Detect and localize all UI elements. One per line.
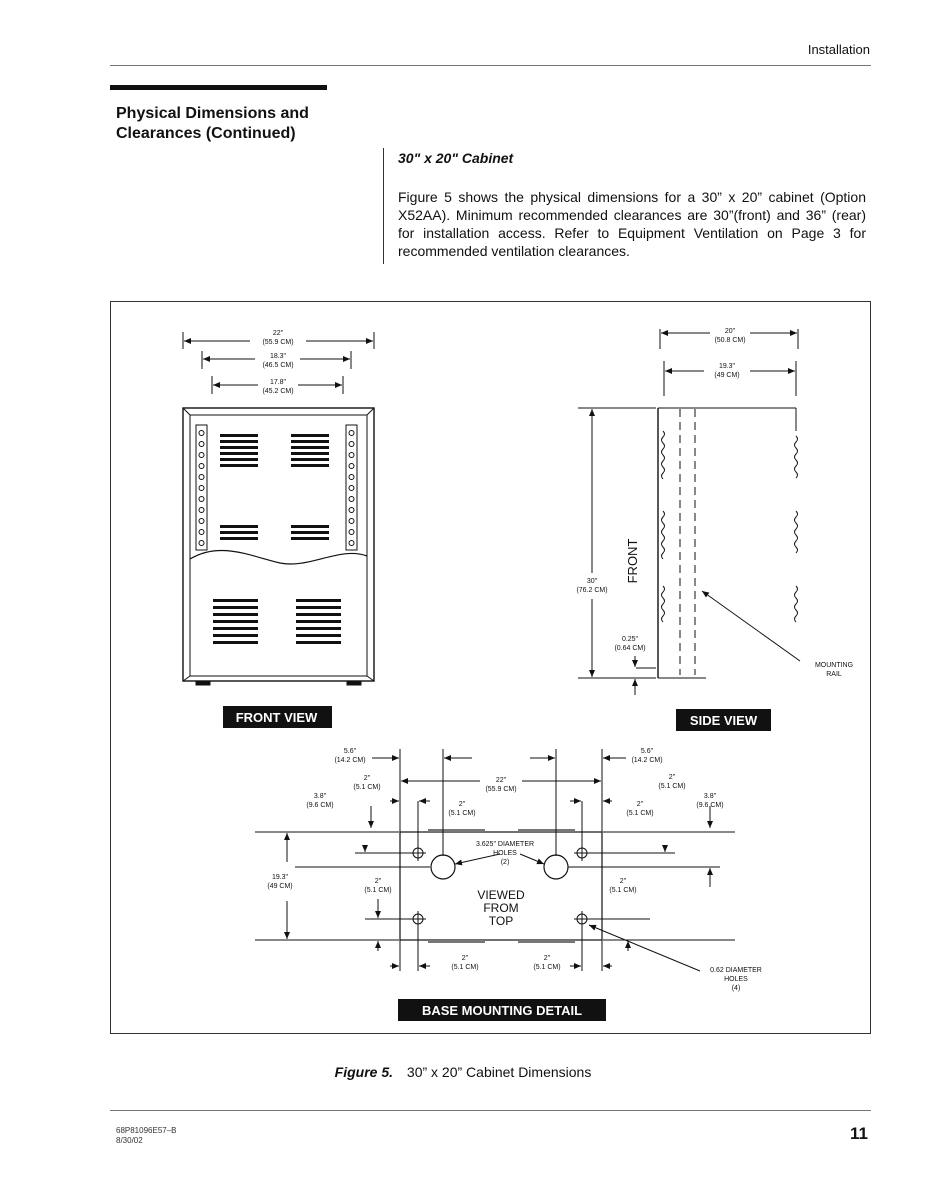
footer-rule [110, 1110, 871, 1111]
base-inner-l2: 2" [459, 801, 466, 808]
viewed-from-top-label: VIEWED FROM TOP [477, 888, 525, 928]
document-id: 68P81096E57–B 8/30/02 [116, 1126, 177, 1146]
base-left-2a-cm: (5.1 CM) [353, 784, 380, 791]
side-front-label: FRONT [625, 539, 640, 584]
front-view [182, 332, 375, 686]
mounting-rail-label-1: MOUNTING [815, 662, 853, 669]
front-width-22-cm: (55.9 CM) [262, 339, 293, 346]
section-rule [110, 85, 327, 90]
side-depth-193: 19.3" [719, 363, 736, 370]
base-width-22: 22" [496, 777, 507, 784]
side-view-rails [661, 430, 798, 623]
front-width-22: 22" [273, 330, 284, 337]
section-title-line2: Clearances (Continued) [116, 125, 296, 142]
figure-caption: Figure 5. 30” x 20” Cabinet Dimensions [0, 1064, 926, 1080]
front-width-183-cm: (46.5 CM) [262, 362, 293, 369]
base-height-193-cm: (49 CM) [267, 883, 292, 890]
base-mounting-detail [255, 749, 735, 972]
front-width-183: 18.3" [270, 353, 287, 360]
small-hole-label-1: 0.62 DIAMETER [710, 967, 762, 974]
side-dim-labels: 20" (50.8 CM) 19.3" (49 CM) 30" (76.2 CM… [576, 328, 853, 678]
base-mid-l2-cm: (5.1 CM) [364, 887, 391, 894]
side-depth-20: 20" [725, 328, 736, 335]
base-right-2a: 2" [669, 774, 676, 781]
side-gap-025-cm: (0.64 CM) [614, 645, 645, 652]
side-view-title: SIDE VIEW [690, 713, 758, 728]
base-mid-l2: 2" [375, 878, 382, 885]
header-rule [110, 65, 871, 66]
side-height-30: 30" [587, 578, 598, 585]
base-inner-l2-cm: (5.1 CM) [448, 810, 475, 817]
side-view-label: SIDE VIEW [676, 709, 771, 731]
base-right-38-cm: (9.6 CM) [696, 802, 723, 809]
base-left-2a: 2" [364, 775, 371, 782]
side-view [578, 329, 801, 695]
base-left-38: 3.8" [314, 793, 327, 800]
section-title: Physical Dimensions and Clearances (Cont… [116, 104, 356, 144]
base-left-38-cm: (9.6 CM) [306, 802, 333, 809]
figure-frame [110, 301, 871, 1034]
front-width-178: 17.8" [270, 379, 287, 386]
base-left-56: 5.6" [344, 748, 357, 755]
base-right-2a-cm: (5.1 CM) [658, 783, 685, 790]
big-hole-label-1: 3.625" DIAMETER [476, 841, 534, 848]
small-hole-label-3: (4) [732, 985, 741, 992]
base-inner-r2-cm: (5.1 CM) [626, 810, 653, 817]
base-mid-r2: 2" [620, 878, 627, 885]
base-dim-labels: 5.6" (14.2 CM) 5.6" (14.2 CM) 2" (5.1 CM… [267, 748, 762, 992]
running-header: Installation [807, 42, 870, 57]
subsection-title: 30" x 20" Cabinet [398, 150, 514, 166]
mounting-rail-label-2: RAIL [826, 671, 842, 678]
side-depth-193-cm: (49 CM) [714, 372, 739, 379]
front-vents [213, 434, 341, 644]
base-inner-r2: 2" [637, 801, 644, 808]
base-right-38: 3.8" [704, 793, 717, 800]
front-width-178-cm: (45.2 CM) [262, 388, 293, 395]
base-bot-l2: 2" [462, 955, 469, 962]
figure-caption-text: 30” x 20” Cabinet Dimensions [406, 1064, 592, 1080]
viewed-line-3: TOP [489, 914, 513, 928]
base-mounting-label: BASE MOUNTING DETAIL [398, 999, 606, 1021]
side-gap-025: 0.25" [622, 636, 639, 643]
base-mid-r2-cm: (5.1 CM) [609, 887, 636, 894]
document-number: 68P81096E57–B [116, 1126, 177, 1135]
base-bot-r2: 2" [544, 955, 551, 962]
base-right-56-cm: (14.2 CM) [631, 757, 662, 764]
front-view-title: FRONT VIEW [236, 710, 318, 725]
big-hole-label-2: HOLES [493, 850, 517, 857]
front-dim-labels: 22" (55.9 CM) 18.3" (46.5 CM) 17.8" (45.… [262, 330, 293, 395]
base-bot-l2-cm: (5.1 CM) [451, 964, 478, 971]
front-rail-holes [198, 430, 355, 546]
base-right-56: 5.6" [641, 748, 654, 755]
base-left-56-cm: (14.2 CM) [334, 757, 365, 764]
side-height-30-cm: (76.2 CM) [576, 587, 607, 594]
page-number: 11 [850, 1124, 868, 1143]
document-date: 8/30/02 [116, 1136, 143, 1145]
base-width-22-cm: (55.9 CM) [485, 786, 516, 793]
front-view-label: FRONT VIEW [223, 706, 332, 728]
base-bot-r2-cm: (5.1 CM) [533, 964, 560, 971]
side-depth-20-cm: (50.8 CM) [714, 337, 745, 344]
section-title-line1: Physical Dimensions and [116, 105, 309, 122]
base-height-193: 19.3" [272, 874, 289, 881]
cabinet-dimensions-figure: 22" (55.9 CM) 18.3" (46.5 CM) 17.8" (45.… [182, 328, 853, 1021]
viewed-line-2: FROM [483, 901, 518, 915]
base-mounting-title: BASE MOUNTING DETAIL [422, 1003, 582, 1018]
big-hole-label-3: (2) [501, 859, 510, 866]
column-rule [383, 148, 384, 264]
small-hole-label-2: HOLES [724, 976, 748, 983]
figure-number: Figure 5. [334, 1064, 394, 1080]
body-paragraph: Figure 5 shows the physical dimensions f… [398, 189, 866, 259]
viewed-line-1: VIEWED [477, 888, 525, 902]
